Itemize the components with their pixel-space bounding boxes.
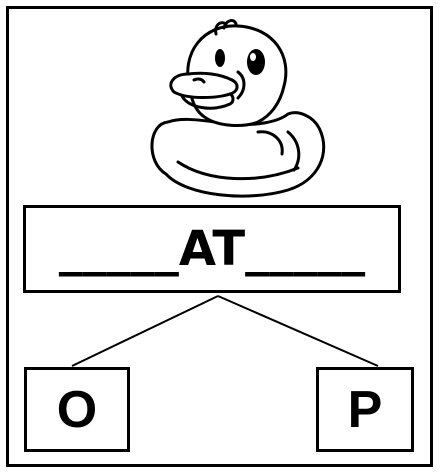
target-word: _____AT_____	[58, 221, 366, 277]
choice-box-left[interactable]: O	[24, 367, 130, 452]
word-box: _____AT_____	[23, 205, 401, 293]
choice-letter-left: O	[56, 380, 98, 439]
choice-letter-right: P	[347, 380, 383, 439]
choice-box-right[interactable]: P	[316, 367, 414, 452]
rubber-duck-icon	[150, 19, 326, 198]
